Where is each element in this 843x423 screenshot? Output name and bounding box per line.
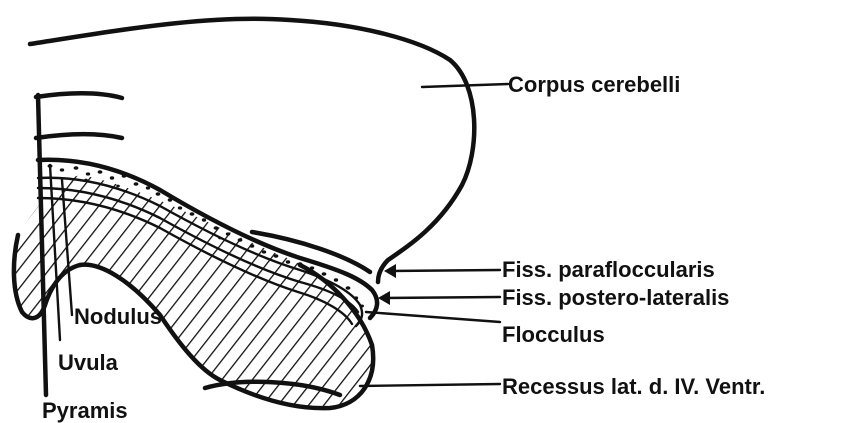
folium-line-2 xyxy=(36,134,122,138)
arrow-fiss-postero-lateralis xyxy=(378,291,390,305)
leader-corpus-cerebelli xyxy=(422,84,508,87)
label-fiss-postero-lateralis: Fiss. postero-lateralis xyxy=(502,285,729,310)
label-fiss-parafloccularis: Fiss. parafloccularis xyxy=(502,257,715,282)
label-corpus-cerebelli: Corpus cerebelli xyxy=(508,72,680,97)
leader-fiss-postero-lateralis xyxy=(382,297,500,298)
label-uvula: Uvula xyxy=(58,350,119,375)
leader-recessus xyxy=(360,384,500,386)
folium-line-1 xyxy=(36,93,122,98)
arrow-fiss-parafloccularis xyxy=(384,264,396,278)
label-nodulus: Nodulus xyxy=(74,304,162,329)
leader-fiss-parafloccularis xyxy=(388,270,500,271)
recessus-hatching xyxy=(0,160,400,420)
label-recessus: Recessus lat. d. IV. Ventr. xyxy=(502,374,765,399)
label-flocculus: Flocculus xyxy=(502,322,605,347)
leader-flocculus xyxy=(366,312,500,322)
label-pyramis: Pyramis xyxy=(42,398,128,423)
